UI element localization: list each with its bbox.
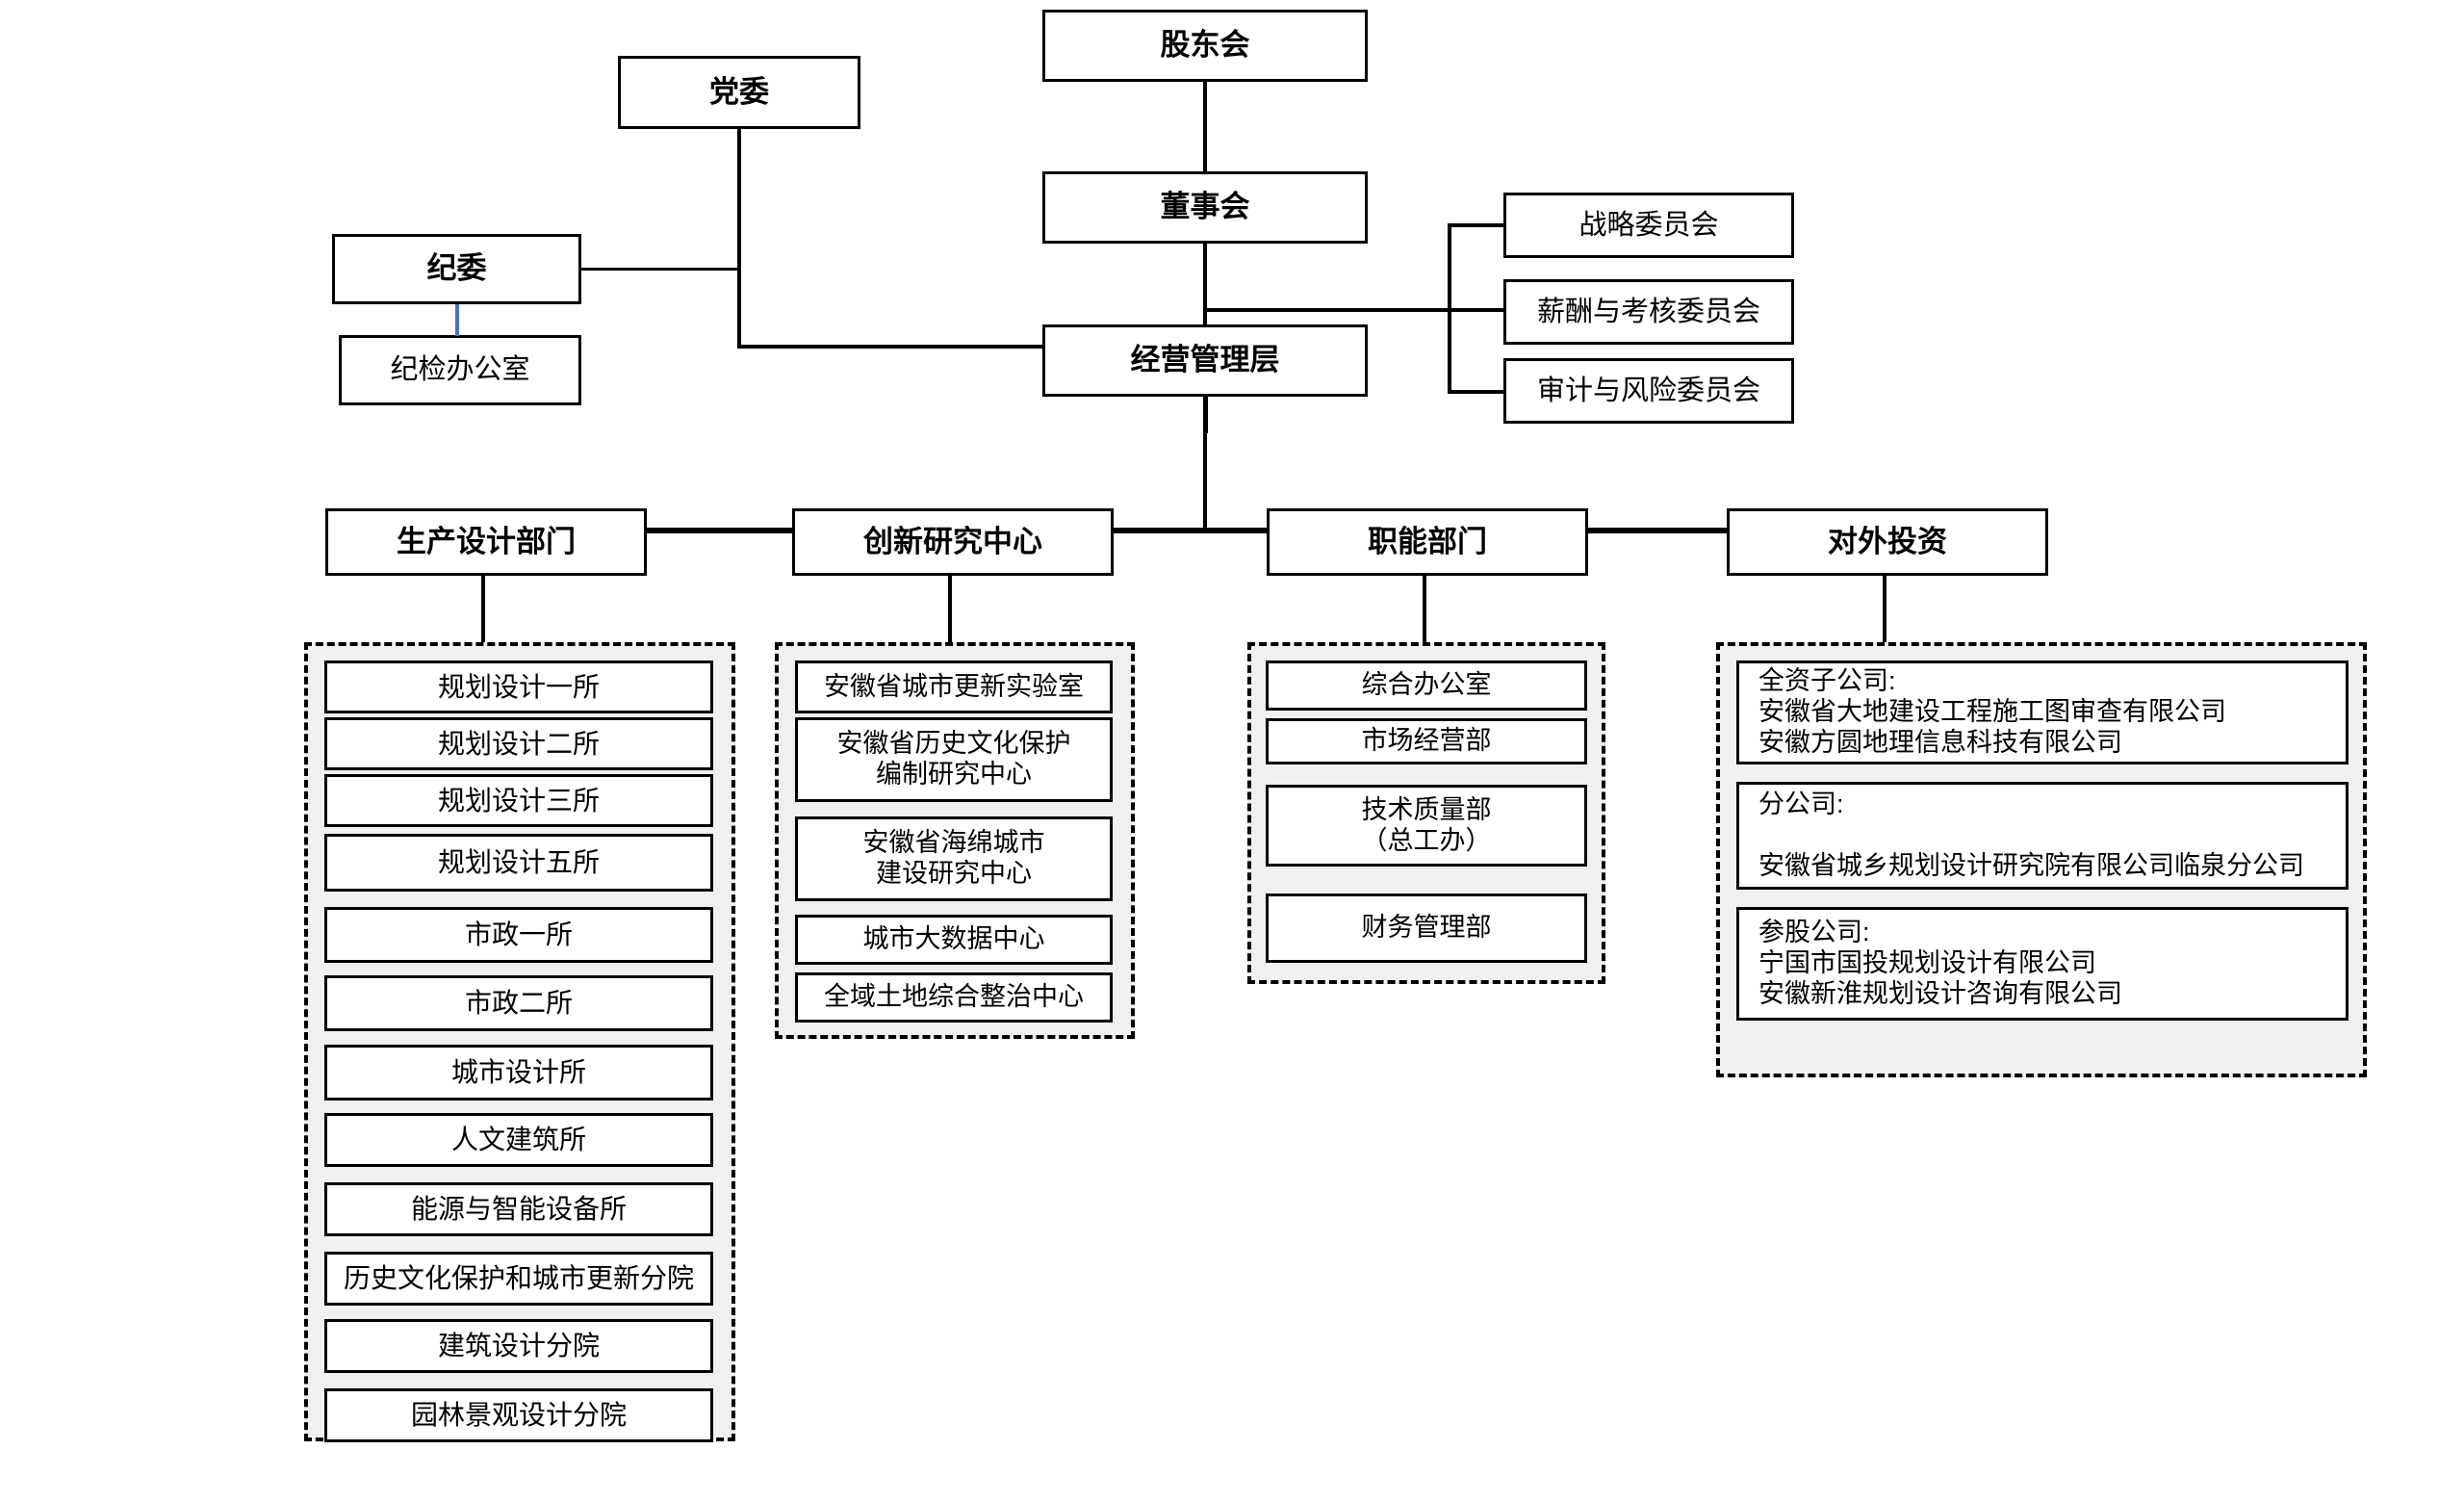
list-item[interactable]: 能源与智能设备所 (324, 1182, 713, 1236)
connector-committee-compensation-stub (1448, 308, 1505, 312)
list-item[interactable]: 参股公司: 宁国市国投规划设计有限公司 安徽新淮规划设计咨询有限公司 (1736, 907, 2348, 1021)
division-header-production[interactable]: 生产设计部门 (325, 508, 647, 576)
list-item[interactable]: 安徽省城市更新实验室 (795, 660, 1113, 713)
list-item[interactable]: 市政二所 (324, 975, 713, 1031)
list-item[interactable]: 综合办公室 (1266, 660, 1587, 711)
node-management[interactable]: 经营管理层 (1042, 324, 1368, 397)
list-item[interactable]: 全域土地综合整治中心 (795, 972, 1113, 1023)
connector-party-discipline (581, 268, 739, 271)
list-item[interactable]: 规划设计三所 (324, 774, 713, 827)
list-item[interactable]: 规划设计五所 (324, 834, 713, 892)
connector-div2-to-group (1423, 576, 1426, 643)
list-item[interactable]: 市政一所 (324, 907, 713, 963)
division-header-innovation[interactable]: 创新研究中心 (792, 508, 1114, 576)
connector-division-bus (481, 528, 1886, 533)
list-item[interactable]: 技术质量部 （总工办） (1266, 785, 1587, 867)
list-item[interactable]: 安徽省海绵城市 建设研究中心 (795, 816, 1113, 901)
node-discipline-office[interactable]: 纪检办公室 (339, 335, 581, 405)
list-item[interactable]: 历史文化保护和城市更新分院 (324, 1252, 713, 1306)
node-committee-compensation[interactable]: 薪酬与考核委员会 (1503, 279, 1794, 345)
connector-discipline-office (455, 304, 459, 336)
node-party-committee[interactable]: 党委 (618, 56, 860, 129)
connector-committee-audit-stub (1448, 390, 1505, 394)
list-item[interactable]: 安徽省历史文化保护 编制研究中心 (795, 717, 1113, 802)
list-item[interactable]: 建筑设计分院 (324, 1319, 713, 1373)
node-discipline-committee[interactable]: 纪委 (332, 234, 581, 304)
node-board[interactable]: 董事会 (1042, 171, 1368, 244)
list-item[interactable]: 规划设计一所 (324, 660, 713, 713)
list-item[interactable]: 全资子公司: 安徽省大地建设工程施工图审查有限公司 安徽方圆地理信息科技有限公司 (1736, 660, 2348, 764)
list-item[interactable]: 市场经营部 (1266, 718, 1587, 764)
list-item[interactable]: 城市大数据中心 (795, 915, 1113, 965)
connector-div0-to-group (481, 576, 485, 643)
list-item[interactable]: 财务管理部 (1266, 893, 1587, 963)
list-item[interactable]: 人文建筑所 (324, 1113, 713, 1167)
node-committee-audit[interactable]: 审计与风险委员会 (1503, 358, 1794, 424)
list-item[interactable]: 园林景观设计分院 (324, 1388, 713, 1442)
connector-management-dropstem2 (1203, 397, 1207, 531)
connector-div1-to-group (948, 576, 952, 643)
node-shareholders[interactable]: 股东会 (1042, 10, 1368, 82)
connector-party-vertical (737, 129, 741, 349)
division-header-investment[interactable]: 对外投资 (1727, 508, 2048, 576)
connector-committee-strategy-stub (1448, 223, 1505, 227)
connector-div3-to-group (1883, 576, 1886, 643)
list-item[interactable]: 规划设计二所 (324, 717, 713, 770)
connector-board-management (1203, 244, 1207, 324)
division-header-functional[interactable]: 职能部门 (1267, 508, 1588, 576)
list-item[interactable]: 城市设计所 (324, 1045, 713, 1101)
connector-party-management (737, 345, 1044, 349)
connector-shareholders-board (1203, 82, 1207, 171)
connector-management-committees (1203, 308, 1451, 312)
node-committee-strategy[interactable]: 战略委员会 (1503, 193, 1794, 258)
list-item[interactable]: 分公司: 安徽省城乡规划设计研究院有限公司临泉分公司 (1736, 782, 2348, 890)
